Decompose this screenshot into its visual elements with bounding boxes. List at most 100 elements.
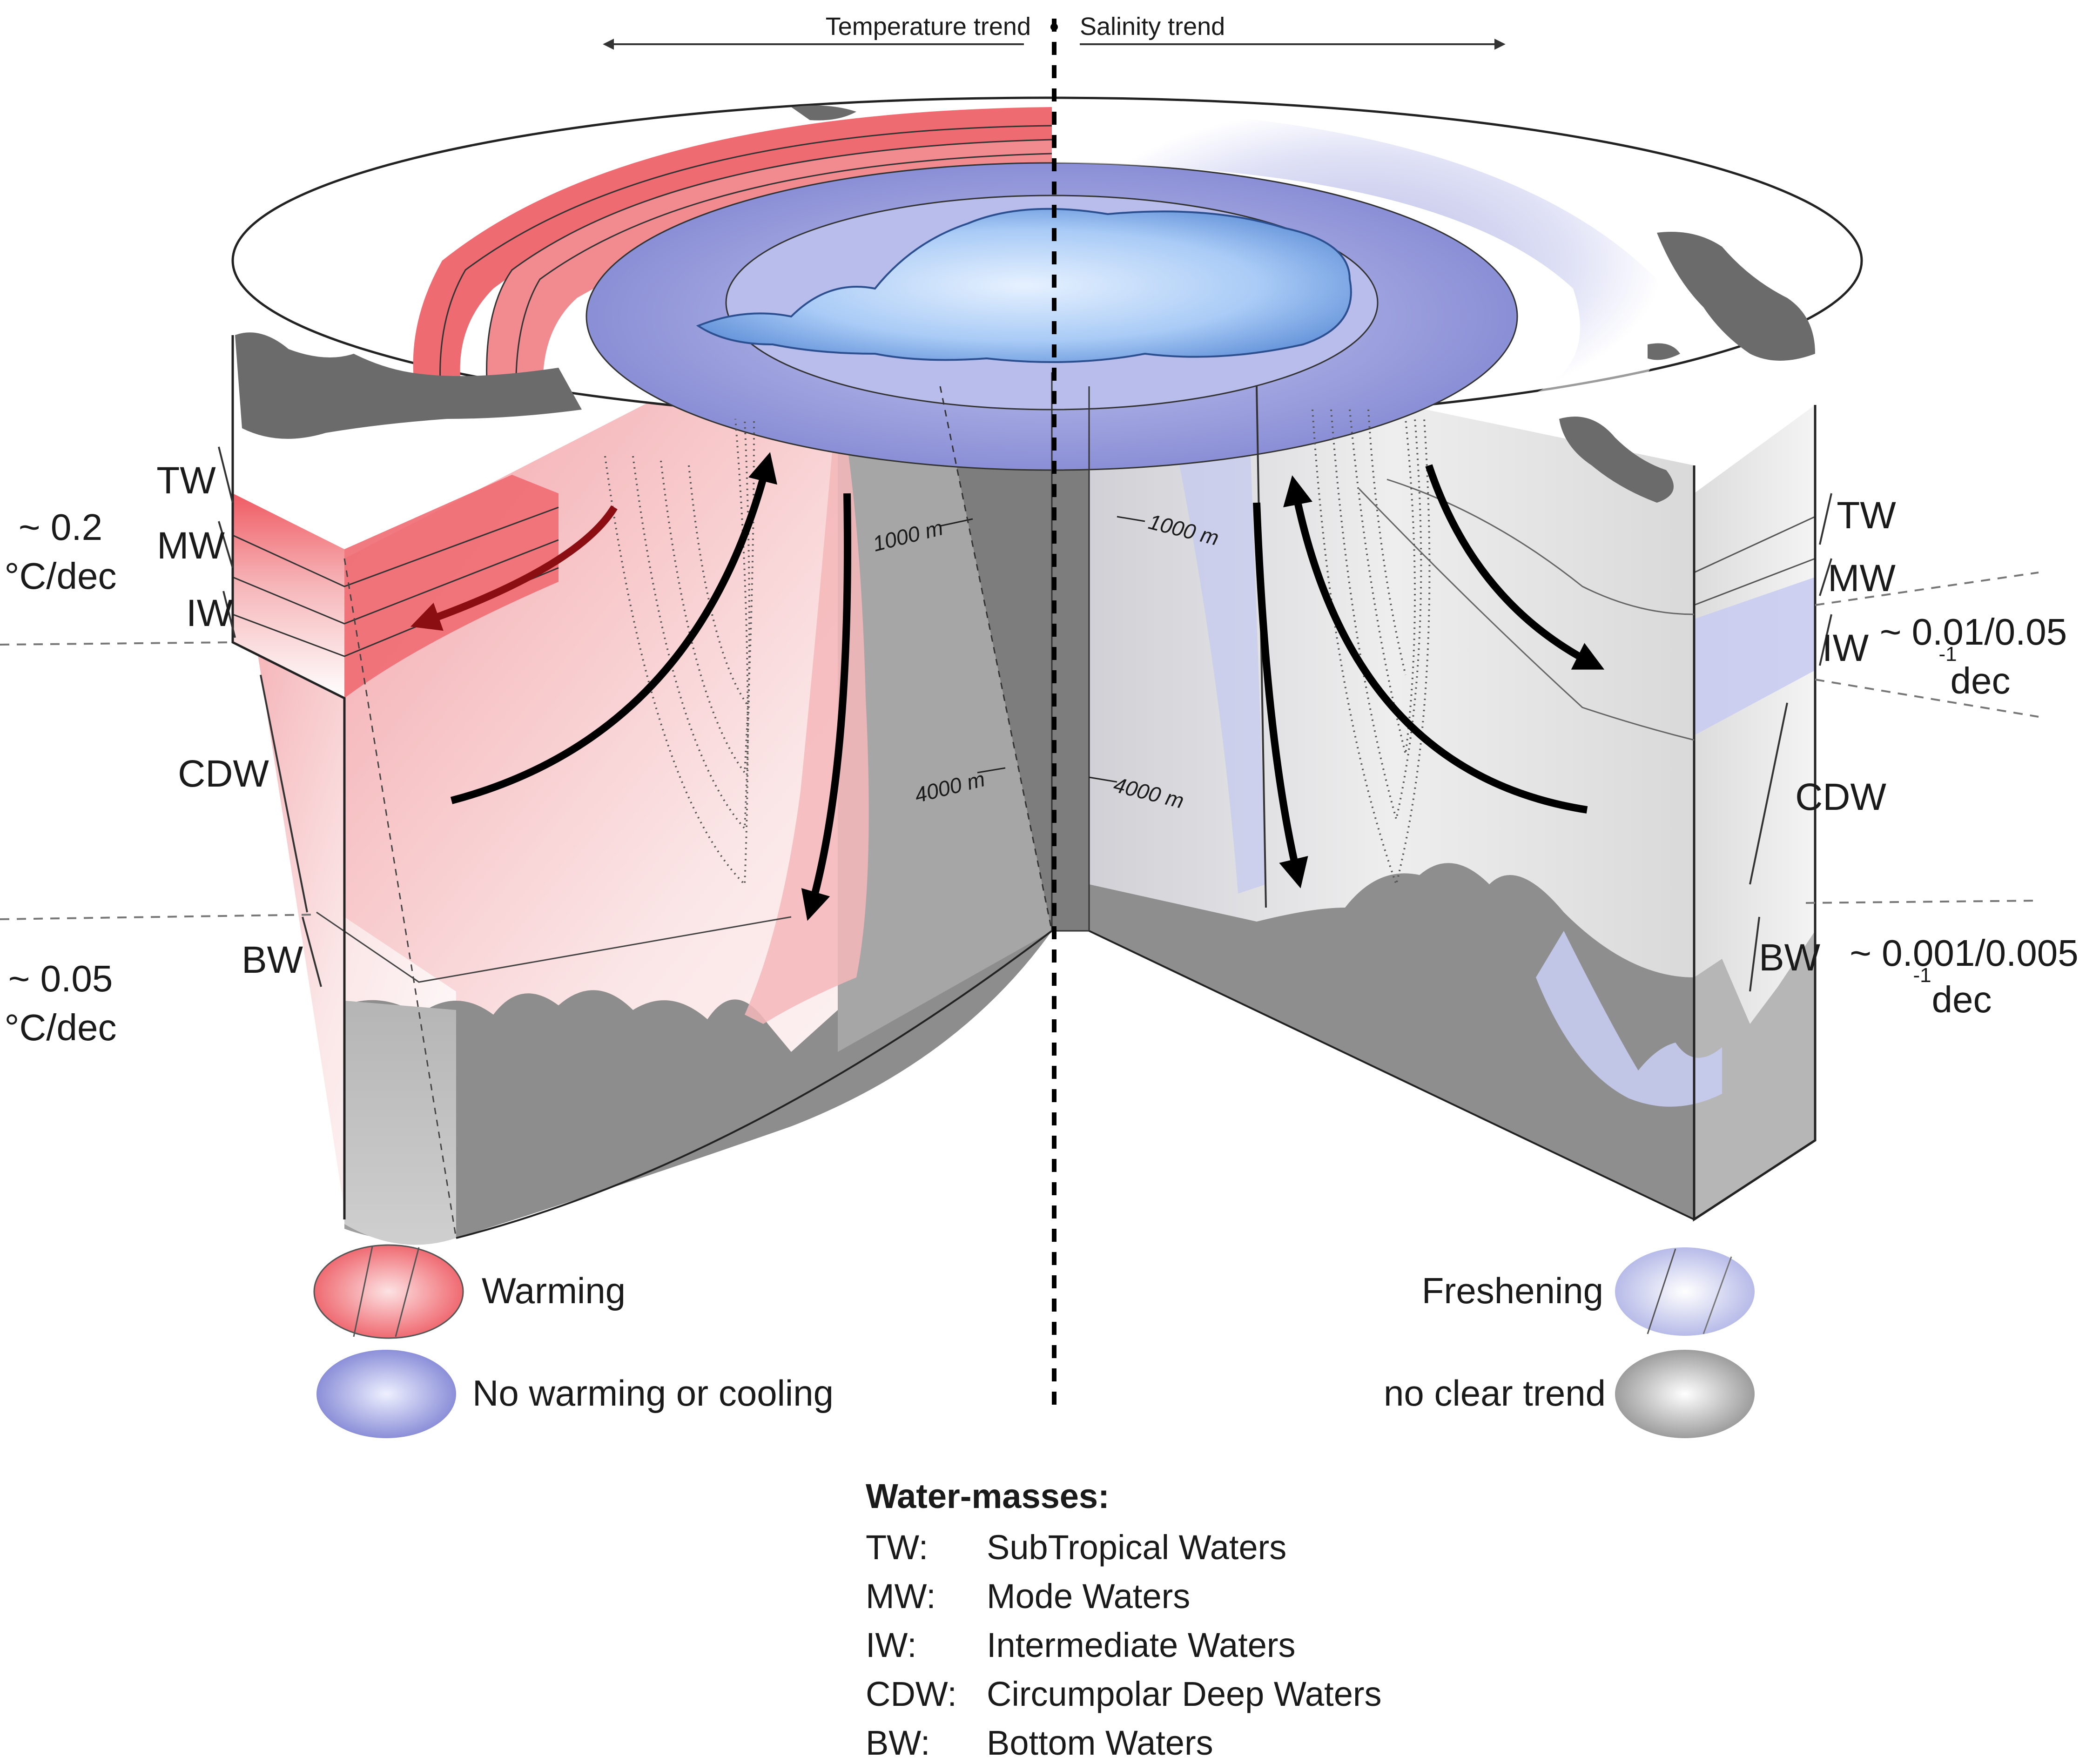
right-rate-upper-value: ~ 0.01/0.05	[1880, 611, 2067, 653]
left-label-bw: BW	[242, 939, 303, 981]
depth-tick-right-4000	[1089, 776, 1117, 783]
water-mass-name: SubTropical Waters	[987, 1528, 1286, 1567]
legend-ellipse-icon	[316, 1350, 456, 1438]
left-label-iw: IW	[186, 592, 233, 634]
right-outer-bw-band	[1694, 931, 1815, 1219]
water-mass-name: Bottom Waters	[987, 1724, 1213, 1762]
right-label-cdw: CDW	[1795, 776, 1886, 818]
right-rate-upper-unit: dec	[1951, 660, 2011, 701]
right-label-mw: MW	[1828, 557, 1896, 599]
left-wall-line-mw	[232, 539, 559, 625]
right-rate-lower-value: ~ 0.001/0.005	[1850, 932, 2079, 974]
dotted-isolines-right	[1312, 409, 1431, 888]
left-layer-brackets	[218, 446, 322, 987]
legend-warming: Warming	[313, 1244, 626, 1339]
right-fading-rings	[1052, 107, 1663, 419]
right-outer-iw-band	[1694, 577, 1815, 735]
water-masses-key: Water-masses: TW: SubTropical Waters MW:…	[866, 1477, 1382, 1762]
warm-ring-line1	[439, 125, 1052, 410]
left-wall-edge	[231, 335, 346, 1219]
right-wall-edge	[1693, 405, 1817, 1222]
temperature-trend-label: Temperature trend	[826, 13, 1031, 40]
dotted-isolines-left	[604, 418, 755, 887]
water-mass-name: Intermediate Waters	[987, 1626, 1296, 1664]
circulation-arrow-left-bw	[801, 493, 851, 921]
land-right-3	[1648, 343, 1680, 360]
warm-ring-line3	[515, 153, 1052, 410]
legend-freshening-divider-2	[1702, 1256, 1732, 1334]
right-freshening-bw	[1536, 931, 1722, 1107]
rate-guide-lines	[0, 572, 2039, 920]
legend-no-clear-trend: no clear trend	[1384, 1350, 1755, 1438]
legend-warming-divider-1	[353, 1246, 373, 1337]
water-mass-abbr: IW:	[866, 1626, 917, 1664]
land-south-america	[235, 332, 582, 439]
left-rate-lower-value: ~ 0.05	[8, 958, 113, 999]
legend-freshening: Freshening	[1422, 1247, 1755, 1336]
right-wall-line-tw	[1694, 516, 1816, 573]
depth-tick-right-1000	[1117, 516, 1145, 522]
legend-no-warming: No warming or cooling	[316, 1350, 834, 1438]
right-rate-lower-sup: -1	[1913, 964, 1931, 987]
header-dot	[1050, 23, 1058, 31]
right-rate-upper-sup: -1	[1938, 643, 1957, 666]
left-wall-line-bw	[316, 911, 792, 983]
cylinder-right-bottom	[1089, 930, 1695, 1220]
water-masses-title: Water-masses:	[866, 1477, 1110, 1515]
left-label-tw: TW	[156, 459, 216, 502]
left-cut-red-top	[344, 475, 559, 698]
land-africa-top	[791, 105, 856, 121]
left-rate-upper-value: ~ 0.2	[19, 506, 102, 548]
warm-rings	[413, 107, 1052, 410]
water-mass-abbr: MW:	[866, 1577, 936, 1616]
right-rate-lower-unit: dec	[1932, 979, 1992, 1020]
left-label-mw: MW	[157, 525, 225, 567]
circulation-arrow-right-upper	[1425, 464, 1605, 670]
circulation-arrow-right-cdw	[1283, 475, 1588, 814]
legend-warming-divider-2	[395, 1247, 420, 1337]
left-rate-upper-unit: °C/dec	[5, 555, 117, 597]
left-wall-red-bands	[233, 493, 344, 698]
legend-ellipse-icon	[313, 1244, 464, 1339]
left-wall-dash	[343, 558, 457, 1239]
legend-ellipse-icon	[1615, 1350, 1755, 1438]
right-wall-line-mw	[1694, 558, 1816, 606]
cylinder-bottom-outline	[456, 930, 1053, 1239]
right-label-tw: TW	[1837, 494, 1896, 537]
warm-ring-line2	[486, 139, 1052, 410]
right-cut-grey-lower	[1089, 863, 1694, 1219]
water-mass-abbr: BW:	[866, 1724, 930, 1762]
circulation-arrow-left-upper	[410, 505, 618, 631]
right-layer-brackets	[1749, 493, 1832, 992]
water-mass-abbr: TW:	[866, 1528, 928, 1567]
legend-freshening-divider-1	[1647, 1248, 1676, 1334]
depth-dash-left	[939, 386, 1053, 931]
left-bw-plume	[745, 386, 869, 1024]
legend-ellipse-icon	[1615, 1247, 1755, 1336]
legend-no-clear-trend-label: no clear trend	[1384, 1373, 1606, 1414]
right-label-bw: BW	[1759, 936, 1821, 979]
right-upper-fresh	[1164, 372, 1266, 894]
water-mass-name: Mode Waters	[987, 1577, 1190, 1616]
water-mass-abbr: CDW:	[866, 1675, 957, 1713]
depth-tick-left-4000	[977, 767, 1006, 774]
left-rate-lower-unit: °C/dec	[5, 1007, 117, 1048]
left-wall-line-tw	[232, 506, 559, 587]
right-label-iw: IW	[1822, 627, 1869, 669]
land-right-1	[1657, 232, 1815, 361]
right-cut-curve-iw	[1358, 488, 1695, 741]
land-right-2	[1559, 417, 1674, 503]
left-outer-base	[344, 1001, 456, 1245]
water-mass-name: Circumpolar Deep Waters	[987, 1675, 1382, 1713]
salinity-trend-label: Salinity trend	[1080, 13, 1225, 40]
antarctica-ice-icon	[696, 208, 1352, 363]
legend-freshening-label: Freshening	[1422, 1270, 1603, 1311]
legend-warming-label: Warming	[482, 1270, 626, 1311]
left-label-cdw: CDW	[178, 753, 269, 795]
circulation-arrow-right-bw	[1253, 502, 1308, 889]
left-cut-grey	[838, 386, 1052, 1052]
circulation-arrow-left-cdw	[450, 452, 777, 804]
legend-no-warming-label: No warming or cooling	[472, 1373, 834, 1414]
